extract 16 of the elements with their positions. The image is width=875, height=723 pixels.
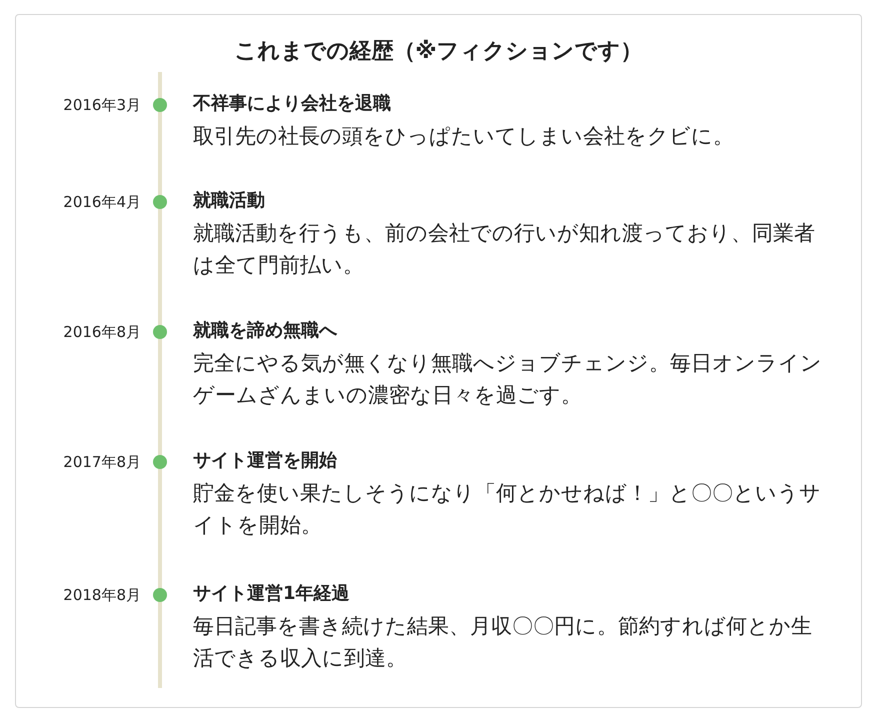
event-description: 完全にやる気が無くなり無職へジョブチェンジ。毎日オンラインゲームざんまいの濃密な日々を過ごす。 <box>193 350 823 409</box>
event-heading: 不祥事により会社を退職 <box>193 92 392 116</box>
event-date: 2017年8月 <box>63 452 141 472</box>
event-date: 2016年3月 <box>63 95 141 115</box>
event-date: 2016年8月 <box>63 322 141 342</box>
event-description: 貯金を使い果たしそうになり「何とかせねば！」と〇〇というサイトを開始。 <box>193 480 822 539</box>
event-date: 2016年4月 <box>63 192 141 212</box>
event-description: 毎日記事を書き続けた結果、月収〇〇円に。節約すれば何とか生活できる収入に到達。 <box>193 613 813 672</box>
event-heading: サイト運営を開始 <box>193 449 338 473</box>
event-heading: 就職活動 <box>193 189 266 213</box>
event-description: 取引先の社長の頭をひっぱたいてしまい会社をクビに。 <box>193 123 735 150</box>
event-description: 就職活動を行うも、前の会社での行いが知れ渡っており、同業者は全て門前払い。 <box>193 220 816 279</box>
event-heading: サイト運営1年経過 <box>193 582 351 606</box>
title: これまでの経歴（※フィクションです） <box>233 38 644 66</box>
event-date: 2018年8月 <box>63 585 141 605</box>
event-heading: 就職を諦め無職へ <box>193 319 338 343</box>
